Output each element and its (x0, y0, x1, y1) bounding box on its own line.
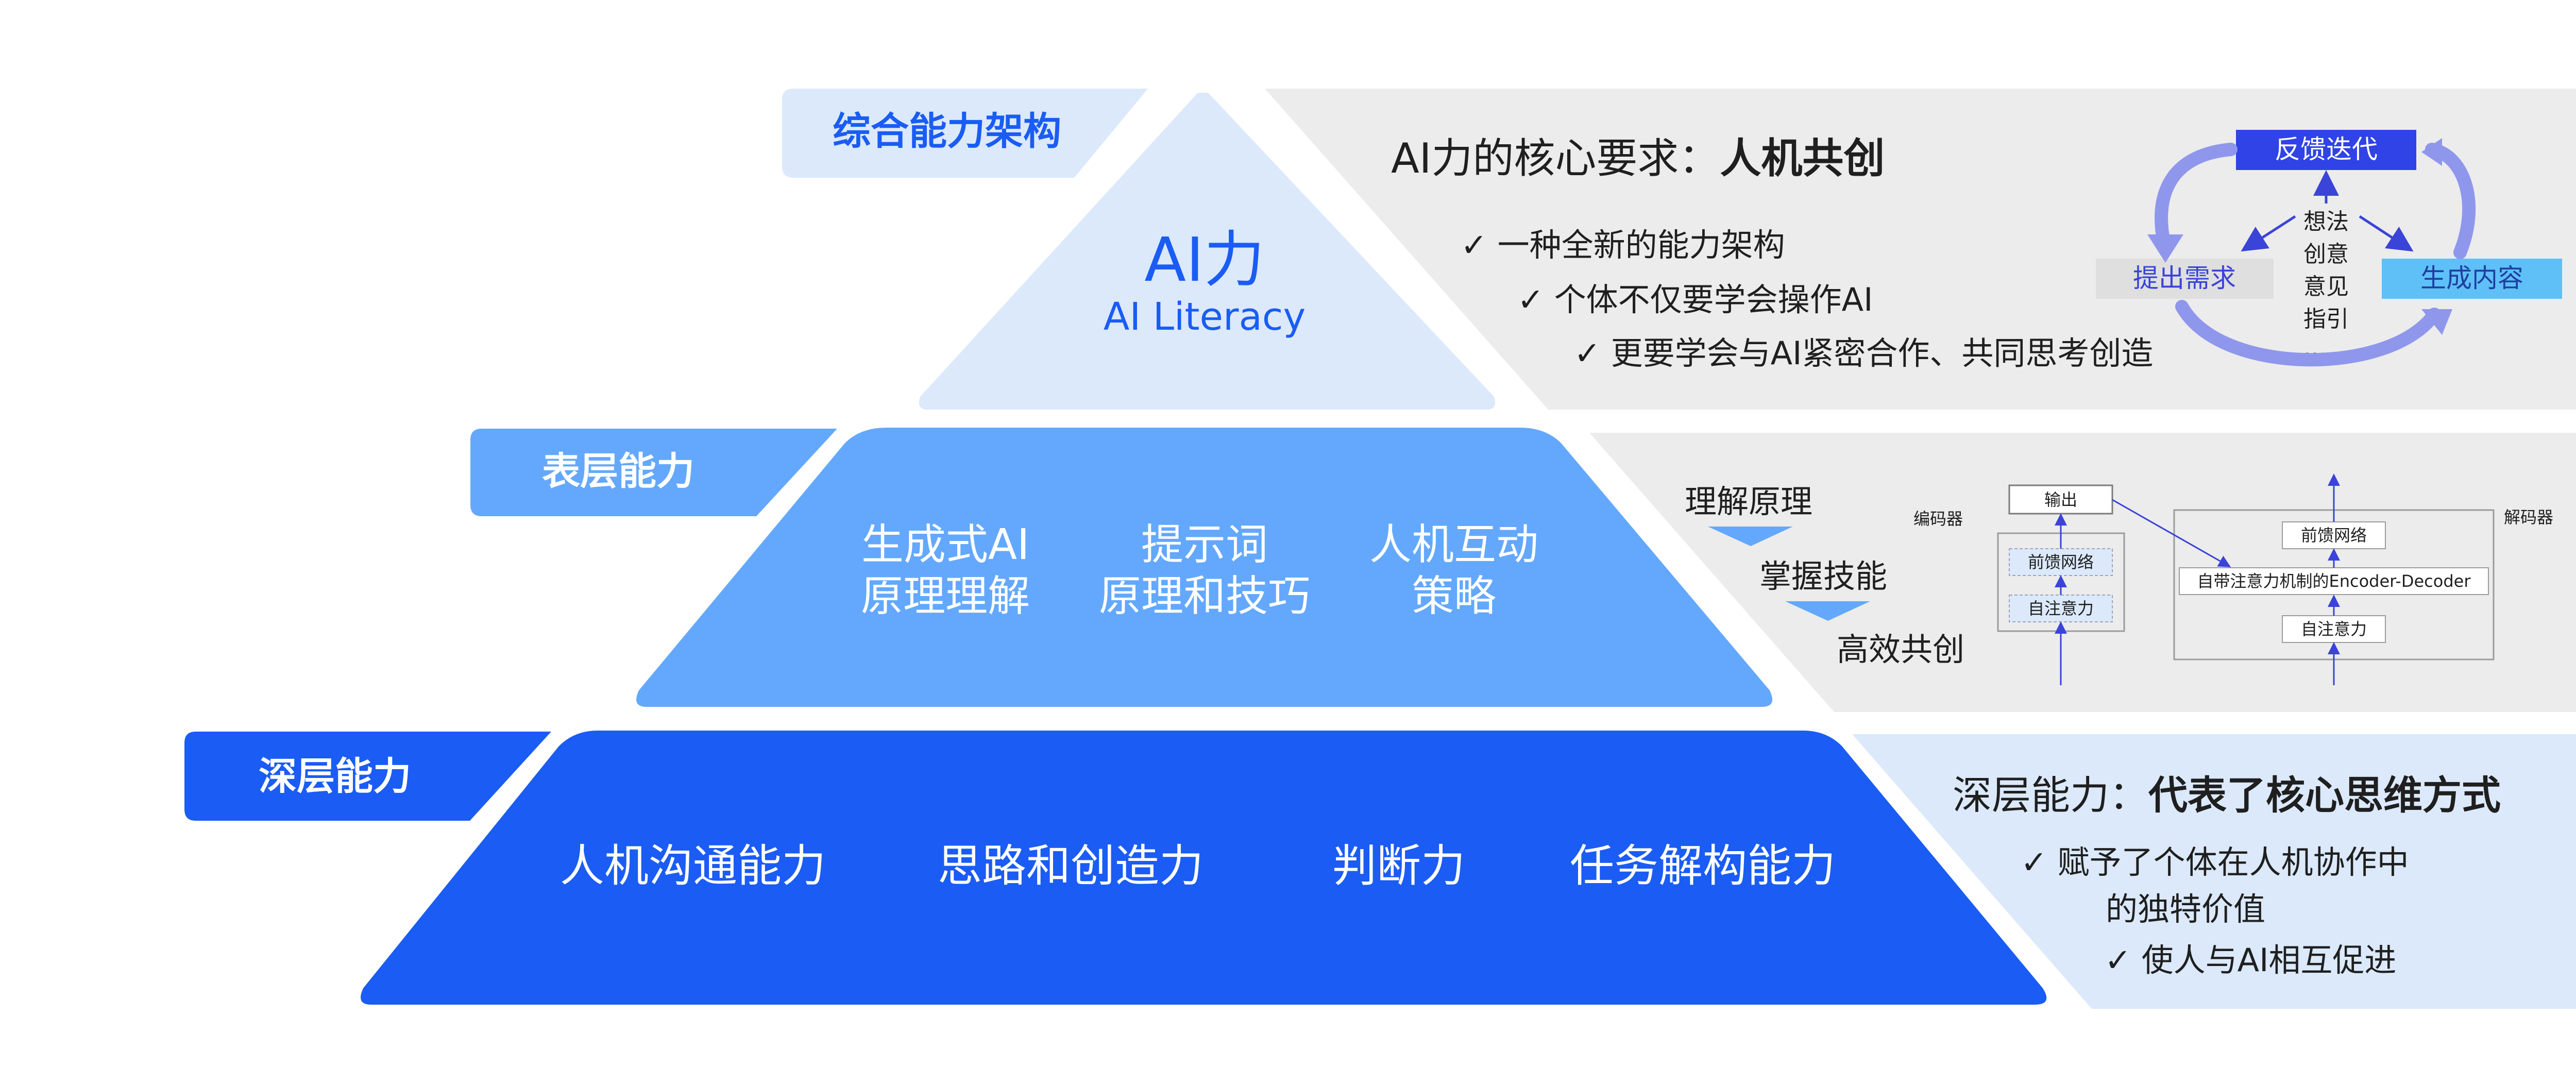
top-check-2: ✓ 个体不仅要学会操作AI (1517, 281, 1873, 318)
request-node (2096, 259, 2274, 299)
ai-literacy-subtitle: AI Literacy (1104, 295, 1306, 339)
cycle-center-4: 指引 (2303, 306, 2349, 332)
dec-cross-label: 自带注意力机制的Encoder-Decoder (2197, 571, 2471, 591)
mid-item-2-line1: 提示词 (1141, 520, 1268, 569)
enc-to-dec-arrow (2112, 499, 2231, 567)
curve-feedback-to-request (2155, 143, 2238, 249)
base-level-label: 深层能力 (259, 754, 411, 799)
decoder-label: 解码器 (2504, 507, 2553, 527)
top-check-1: ✓ 一种全新的能力架构 (1461, 226, 1785, 264)
base-level-label-tab (184, 732, 551, 821)
enc-attn-box (2009, 595, 2113, 622)
co-creation-cycle: 反馈迭代 提出需求 生成内容 想法 创意 意见 指引 …… (2096, 130, 2562, 367)
curve-head-bottom-right (2421, 309, 2452, 335)
encoder-label: 编码器 (1913, 509, 1963, 529)
base-item-1: 人机沟通能力 (560, 840, 826, 892)
feedback-node-label: 反馈迭代 (2275, 134, 2378, 164)
step-arrow-1 (1708, 527, 1793, 546)
ai-literacy-title: AI力 (1144, 224, 1265, 295)
pyramid-mid-level (636, 428, 1772, 707)
base-check-2: ✓ 使人与AI相互促进 (2105, 941, 2396, 979)
pyramid-base-level (361, 731, 2047, 1005)
pyramid-top-level (919, 93, 1496, 410)
step-cocreate: 高效共创 (1837, 631, 1964, 668)
dec-attn-label: 自注意力 (2301, 619, 2367, 639)
cycle-center-2: 创意 (2303, 241, 2349, 267)
base-check-1-line1: ✓ 赋予了个体在人机协作中 (2021, 843, 2409, 881)
arrow-center-left (2241, 215, 2296, 252)
generate-node-label: 生成内容 (2420, 263, 2523, 293)
cycle-center-1: 想法 (2303, 209, 2349, 235)
curve-request-to-generate (2175, 300, 2441, 367)
request-node-label: 提出需求 (2133, 263, 2236, 293)
enc-ffn-box (2009, 548, 2113, 576)
step-arrow-2 (1785, 601, 1870, 621)
base-panel-title: 深层能力：代表了核心思维方式 (1953, 772, 2501, 818)
step-master: 掌握技能 (1759, 557, 1887, 595)
dec-ffn-label: 前馈网络 (2301, 526, 2367, 545)
mid-item-1-line2: 原理理解 (861, 572, 1030, 621)
output-box (2008, 484, 2113, 515)
mid-level-label-tab (470, 429, 837, 516)
generate-node (2382, 259, 2562, 299)
mid-level-label: 表层能力 (542, 449, 694, 494)
curve-head-left (2147, 234, 2183, 263)
base-info-panel (1852, 734, 2576, 1009)
top-level-label: 综合能力架构 (833, 109, 1061, 154)
base-item-2: 思路和创造力 (938, 840, 1204, 892)
base-item-3: 判断力 (1332, 840, 1465, 892)
mid-item-3-line1: 人机互动 (1369, 520, 1538, 569)
arrow-center-right (2359, 215, 2414, 252)
mid-item-1-line1: 生成式AI (861, 520, 1029, 569)
step-understand: 理解原理 (1685, 483, 1812, 520)
enc-ffn-label: 前馈网络 (2028, 552, 2094, 572)
enc-attn-label: 自注意力 (2028, 599, 2094, 618)
base-item-4: 任务解构能力 (1570, 840, 1836, 892)
mid-item-2-line2: 原理和技巧 (1099, 572, 1310, 621)
top-check-3: ✓ 更要学会与AI紧密合作、共同思考创造 (1574, 334, 2153, 372)
feedback-node (2236, 130, 2416, 170)
cycle-center-3: 意见 (2303, 274, 2349, 300)
top-panel-title: AI力的核心要求：人机共创 (1391, 134, 1885, 182)
output-label: 输出 (2044, 490, 2077, 510)
curve-generate-to-feedback (2425, 143, 2476, 259)
transformer-diagram: 编码器 解码器 输出 前馈网络 自注意力 前馈网络 自带注意力机制的Encode… (1913, 473, 2553, 685)
curve-head-top-right (2421, 138, 2442, 166)
mid-item-3-line2: 策略 (1412, 572, 1496, 621)
top-level-label-tab (782, 89, 1148, 178)
base-check-1-line2: 的独特价值 (2106, 890, 2265, 928)
